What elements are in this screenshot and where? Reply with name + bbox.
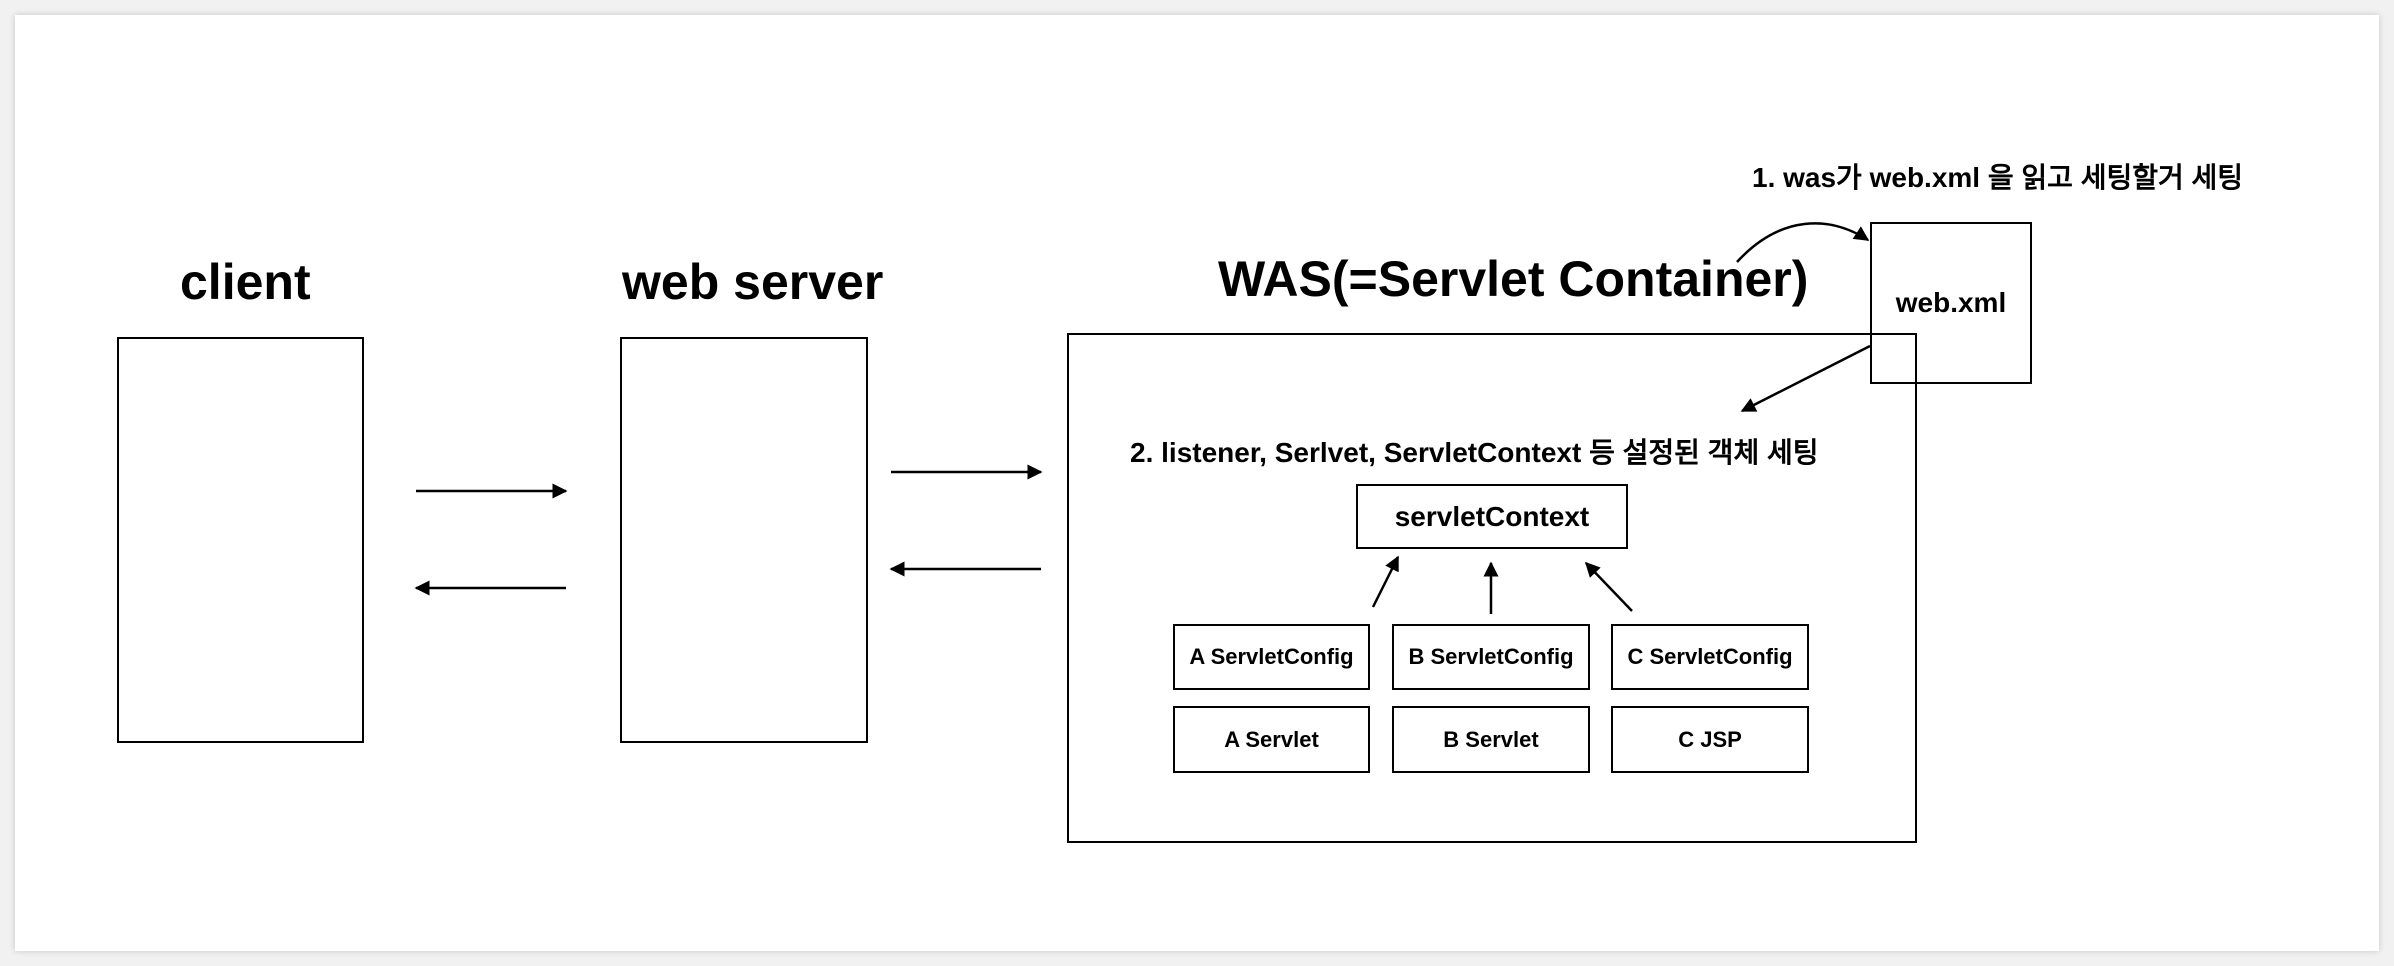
servlet-config-box: B ServletConfig bbox=[1392, 624, 1590, 690]
servlet-box: A Servlet bbox=[1173, 706, 1370, 773]
web-xml-box: web.xml bbox=[1870, 222, 2032, 384]
servlet-config-box: C ServletConfig bbox=[1611, 624, 1809, 690]
servlet-config-box: A ServletConfig bbox=[1173, 624, 1370, 690]
web-server-title: web server bbox=[622, 254, 884, 310]
servlet-box: C JSP bbox=[1611, 706, 1809, 773]
step1-note: 1. was가 web.xml 을 읽고 세팅할거 세팅 bbox=[1752, 162, 2244, 193]
servlet-config-label: A ServletConfig bbox=[1189, 644, 1354, 669]
client-title: client bbox=[180, 254, 311, 310]
servlet-label: B Servlet bbox=[1443, 726, 1539, 752]
web-server-box bbox=[620, 337, 868, 743]
step2-note: 2. listener, Serlvet, ServletContext 등 설… bbox=[1130, 437, 1819, 468]
servlet-config-label: B ServletConfig bbox=[1408, 644, 1574, 669]
servlet-context-box: servletContext bbox=[1356, 484, 1628, 549]
servlet-label: A Servlet bbox=[1224, 726, 1319, 752]
servlet-box: B Servlet bbox=[1392, 706, 1590, 773]
servlet-label: C JSP bbox=[1678, 726, 1742, 752]
client-box bbox=[117, 337, 364, 743]
was-title: WAS(=Servlet Container) bbox=[1218, 251, 1809, 307]
servlet-config-label: C ServletConfig bbox=[1627, 644, 1793, 669]
servlet-context-label: servletContext bbox=[1394, 500, 1590, 532]
web-xml-label: web.xml bbox=[1895, 287, 2007, 318]
